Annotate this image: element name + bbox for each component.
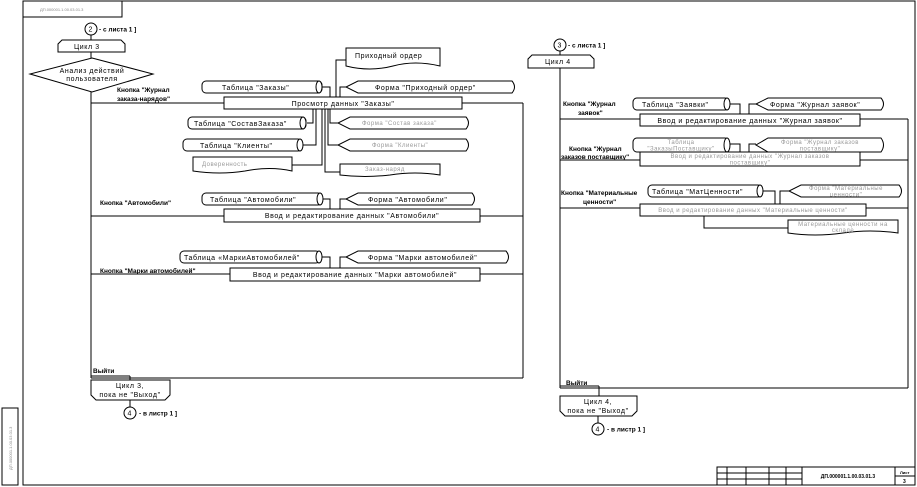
form-clients-label: Форма "Клиенты" — [372, 143, 428, 149]
table-brands-label: Таблица «МаркиАвтомобилей" — [184, 254, 300, 262]
decision-diamond — [28, 57, 155, 93]
brands-edit-process — [229, 267, 481, 282]
connector-in-num: 3 — [558, 43, 563, 50]
branch3-label-2: ценности" — [583, 199, 616, 206]
form-clients-display — [336, 138, 469, 152]
top-stamp-text: ДП.000001.1.00.03.01.3 — [40, 7, 84, 12]
branch3-label: Кнопка "Марки автомобилей" — [100, 267, 196, 275]
power-of-attorney-label: Доверенность — [202, 162, 247, 168]
form-brands-display — [344, 250, 509, 264]
branch2-label-2: заказов поставщику" — [561, 154, 629, 161]
form-materials-display — [787, 184, 902, 198]
orders-view-process — [223, 96, 463, 110]
form-order-items-display — [336, 116, 469, 130]
side-stamp-text: ДП.000001.1.00.03.01.3 — [8, 426, 13, 470]
power-of-attorney-document — [192, 156, 293, 174]
loop-start-label: Цикл 4 — [545, 59, 571, 66]
supplier-orders-edit-process — [639, 151, 861, 167]
branch2-label: Кнопка "Автомобили" — [100, 199, 171, 207]
sheet-number: 3 — [903, 479, 906, 485]
brands-edit-label: Ввод и редактирование данных "Марки авто… — [253, 271, 457, 279]
table-supplier-orders-line-2: "ЗаказыПоставщику" — [647, 147, 714, 153]
exit-label: Выйти — [566, 379, 587, 387]
form-materials-line-1: Форма "Материальные — [809, 186, 883, 192]
sheet-frame — [22, 0, 916, 486]
form-supplier-orders-line-1: Форма "Журнал заказов — [781, 140, 859, 146]
orders-view-label: Просмотр данных "Заказы" — [292, 101, 395, 108]
table-order-items-label: Таблица "СоставЗаказа" — [194, 120, 287, 128]
loop-end-line-1: Цикл 3, — [116, 383, 144, 390]
supplier-orders-edit-line-2: поставщику" — [730, 161, 770, 167]
table-clients-label: Таблица "Клиенты" — [200, 142, 273, 150]
materials-stock-document — [787, 219, 899, 236]
loop-end-line-2: пока не "Выход" — [567, 408, 628, 415]
materials-stock-line-1: Материальные ценности на — [798, 222, 888, 228]
sheet-label: Лист — [900, 470, 909, 475]
requests-edit-label: Ввод и редактирование данных "Журнал зая… — [657, 118, 842, 125]
branch2-label-1: Кнопка "Журнал — [569, 146, 622, 153]
side-stamp-box — [1, 407, 19, 486]
connector-out-num: 4 — [128, 411, 133, 418]
decision-line-1: Анализ действий — [60, 67, 125, 75]
table-cars-label: Таблица "Автомобили" — [210, 196, 296, 204]
connector-in-num: 2 — [89, 27, 94, 34]
materials-stock-line-2: складе — [832, 228, 855, 234]
exit-label: Выйти — [93, 367, 114, 375]
table-orders-label: Таблица "Заказы" — [222, 84, 289, 92]
connector-out-text: - в листр 1 ] — [139, 411, 177, 418]
left-flow: 2 - с листа 1 ] Цикл 3 Анализ действий п… — [28, 22, 524, 420]
receipt-document — [345, 47, 441, 70]
table-requests-label: Таблица "Заявки" — [642, 101, 709, 109]
form-cars-label: Форма "Автомобили" — [368, 196, 447, 204]
connector-out-num: 4 — [596, 427, 601, 434]
top-stamp-box — [22, 0, 123, 18]
loop-start-box — [57, 39, 126, 53]
form-requests-display — [754, 97, 884, 111]
cars-edit-process — [223, 208, 481, 223]
form-order-items-label: Форма "Состав заказа" — [362, 121, 437, 127]
table-materials-label: Таблица "МатЦенности" — [652, 188, 743, 196]
work-order-document — [339, 163, 441, 177]
branch1-label-1: Кнопка "Журнал — [563, 101, 616, 108]
form-brands-label: Форма "Марки автомобилей" — [368, 254, 477, 262]
connector-in-text: - с листа 1 ] — [99, 27, 136, 34]
materials-edit-label: Ввод и редактирование данных "Материальн… — [658, 208, 848, 214]
form-cars-display — [344, 192, 475, 206]
loop-start-label: Цикл 3 — [74, 44, 100, 51]
form-supplier-orders-line-2: поставщику" — [800, 147, 840, 153]
loop-end-box — [90, 379, 171, 401]
loop-start-box — [527, 54, 595, 69]
form-requests-label: Форма "Журнал заявок" — [770, 102, 860, 109]
branch1-label-2: заявок" — [578, 110, 603, 117]
decision-line-2: пользователя — [66, 76, 118, 83]
connector-out-circle — [591, 422, 605, 436]
receipt-doc-label: Приходный ордер — [355, 52, 422, 60]
right-flow: 3 - с листа 1 ] Цикл 4 Кнопка "Журнал за… — [527, 38, 909, 436]
document-code: ДП.000001.1.00.03.01.3 — [821, 474, 876, 480]
work-order-label: Заказ-наряд — [365, 167, 405, 173]
loop-end-line-1: Цикл 4, — [584, 399, 612, 406]
supplier-orders-edit-line-1: Ввод и редактирование данных "Журнал зак… — [671, 154, 830, 160]
branch1-label-1: Кнопка "Журнал — [117, 87, 170, 94]
loop-end-box — [559, 395, 638, 417]
loop-end-line-2: пока не "Выход" — [99, 392, 160, 399]
branch1-label-2: заказа-нарядов" — [117, 96, 170, 103]
cars-edit-label: Ввод и редактирование данных "Автомобили… — [265, 212, 439, 220]
table-supplier-orders-line-1: Таблица — [667, 140, 694, 146]
materials-edit-process — [639, 203, 867, 217]
form-receipt-label: Форма "Приходный ордер" — [375, 84, 476, 92]
form-materials-line-2: ценности" — [830, 193, 862, 199]
form-receipt-display — [344, 80, 515, 94]
requests-edit-process — [639, 113, 861, 127]
title-block: ДП.000001.1.00.03.01.3 Лист 3 — [716, 466, 916, 486]
connector-out-text: - в листр 1 ] — [607, 427, 645, 434]
connector-in-text: - с листа 1 ] — [568, 43, 605, 50]
branch3-label-1: Кнопка "Материальные — [561, 190, 638, 197]
connector-out-circle — [123, 406, 137, 420]
